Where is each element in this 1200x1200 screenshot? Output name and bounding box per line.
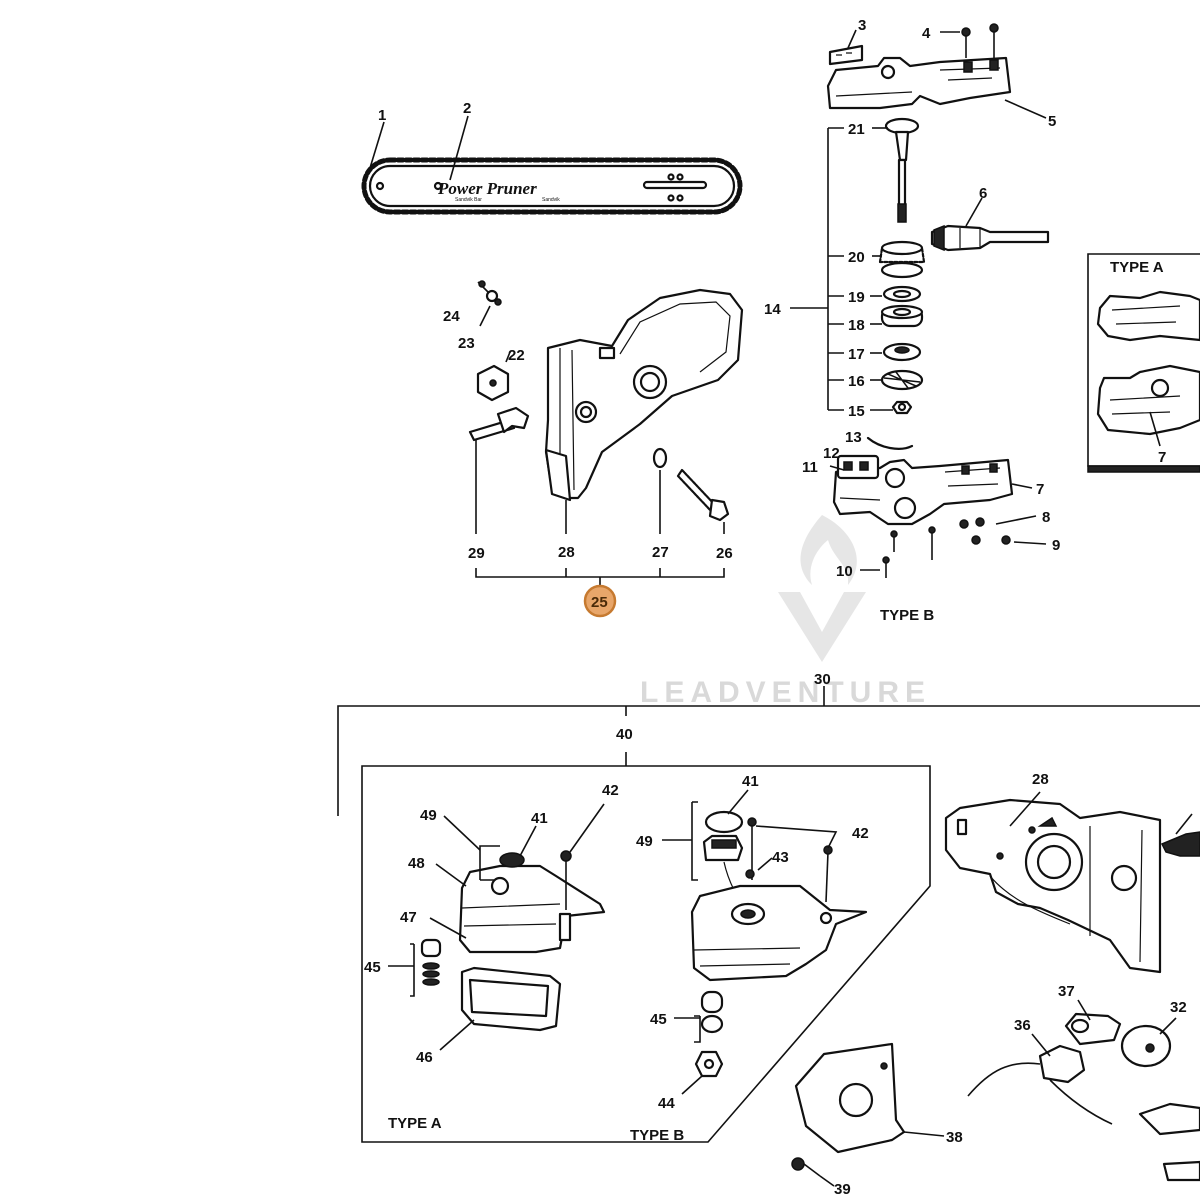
label-lower-type-a: TYPE A (388, 1115, 442, 1132)
type-labels: TYPE A TYPE B TYPE A TYPE B (388, 259, 1164, 1144)
callout-4: 4 (922, 25, 931, 42)
callout-14: 14 (764, 301, 781, 318)
callout-41-type-b: 41 (742, 773, 759, 790)
callout-32: 32 (1170, 999, 1187, 1016)
callout-8: 8 (1042, 509, 1050, 526)
callout-47: 47 (400, 909, 417, 926)
gearcase-type-b[interactable] (690, 810, 868, 1078)
highlight-circle[interactable] (583, 584, 617, 618)
callout-1: 1 (378, 107, 386, 124)
label-inset-type-a: TYPE A (1110, 259, 1164, 276)
callout-49-type-b: 49 (636, 833, 653, 850)
bar-hole (667, 173, 675, 181)
guide-bar-assembly[interactable]: Power Pruner Sandvik Bar Sandvik (361, 157, 743, 215)
callout-16: 16 (848, 373, 865, 390)
watermark: LEADVENTURE (640, 515, 931, 709)
clamp-block[interactable] (828, 44, 864, 66)
callout-39: 39 (834, 1181, 851, 1198)
watermark-text: LEADVENTURE (640, 676, 931, 709)
bar-hole (433, 181, 443, 191)
callout-45-type-b: 45 (650, 1011, 667, 1028)
callout-13: 13 (845, 429, 862, 446)
callout-46: 46 (416, 1049, 433, 1066)
callout-20: 20 (848, 249, 865, 266)
callout-44: 44 (658, 1095, 675, 1112)
gearcase-type-a[interactable] (420, 850, 606, 1032)
gear-housing-type-b[interactable] (832, 436, 1014, 578)
callout-10: 10 (836, 563, 853, 580)
callout-6: 6 (979, 185, 987, 202)
drive-shaft-assembly[interactable] (878, 117, 1050, 415)
callout-37: 37 (1058, 983, 1075, 1000)
callout-21: 21 (848, 121, 865, 138)
callout-36: 36 (1014, 1017, 1031, 1034)
callout-45-type-a: 45 (364, 959, 381, 976)
bar-brand-logo: Power Pruner (437, 179, 537, 198)
guide-bar[interactable] (368, 164, 736, 208)
label-upper-type-b: TYPE B (880, 607, 934, 624)
callout-38: 38 (946, 1129, 963, 1146)
callout-23: 23 (458, 335, 475, 352)
bar-small-text: Sandvik (542, 197, 560, 203)
bar-hole (676, 173, 684, 181)
bar-hole (676, 194, 684, 202)
callout-24: 24 (443, 308, 460, 325)
watermark-v-icon (778, 592, 866, 662)
callout-3: 3 (858, 17, 866, 34)
bar-hole (375, 181, 385, 191)
callout-22: 22 (508, 347, 525, 364)
callout-15: 15 (848, 403, 865, 420)
chain-guard-assembly[interactable] (468, 280, 744, 522)
callout-29: 29 (468, 545, 485, 562)
callout-11: 11 (802, 459, 818, 476)
callout-28-lower: 28 (1032, 771, 1049, 788)
callout-25: 25 (591, 594, 608, 611)
callout-numbers: 1 2 3 4 5 6 7 7 8 9 10 11 12 13 14 15 16… (364, 17, 1187, 1198)
callout-25-highlight[interactable]: 25 (583, 584, 617, 618)
callout-49-type-a: 49 (420, 807, 437, 824)
callout-28: 28 (558, 544, 575, 561)
callout-40: 40 (616, 726, 633, 743)
callout-26: 26 (716, 545, 733, 562)
callout-9: 9 (1052, 537, 1060, 554)
callout-27: 27 (652, 544, 669, 561)
callout-7-inset: 7 (1158, 449, 1166, 466)
callout-30: 30 (814, 671, 831, 688)
callout-42-type-b: 42 (852, 825, 869, 842)
callout-43: 43 (772, 849, 789, 866)
callout-18: 18 (848, 317, 865, 334)
bar-small-text: Sandvik Bar (455, 197, 482, 203)
bar-slot (642, 180, 708, 190)
callout-7: 7 (1036, 481, 1044, 498)
callout-41-type-a: 41 (531, 810, 548, 827)
inset-type-a (1087, 253, 1200, 473)
callout-48: 48 (408, 855, 425, 872)
callout-5: 5 (1048, 113, 1056, 130)
label-lower-type-b: TYPE B (630, 1127, 684, 1144)
callout-19: 19 (848, 289, 865, 306)
bar-hole (667, 194, 675, 202)
callout-42-type-a: 42 (602, 782, 619, 799)
rear-assembly[interactable] (791, 798, 1200, 1182)
callout-2: 2 (463, 100, 471, 117)
watermark-flame-icon (800, 515, 857, 585)
gear-housing-upper[interactable] (826, 23, 1012, 110)
callout-17: 17 (848, 346, 865, 363)
callout-12: 12 (823, 445, 840, 462)
